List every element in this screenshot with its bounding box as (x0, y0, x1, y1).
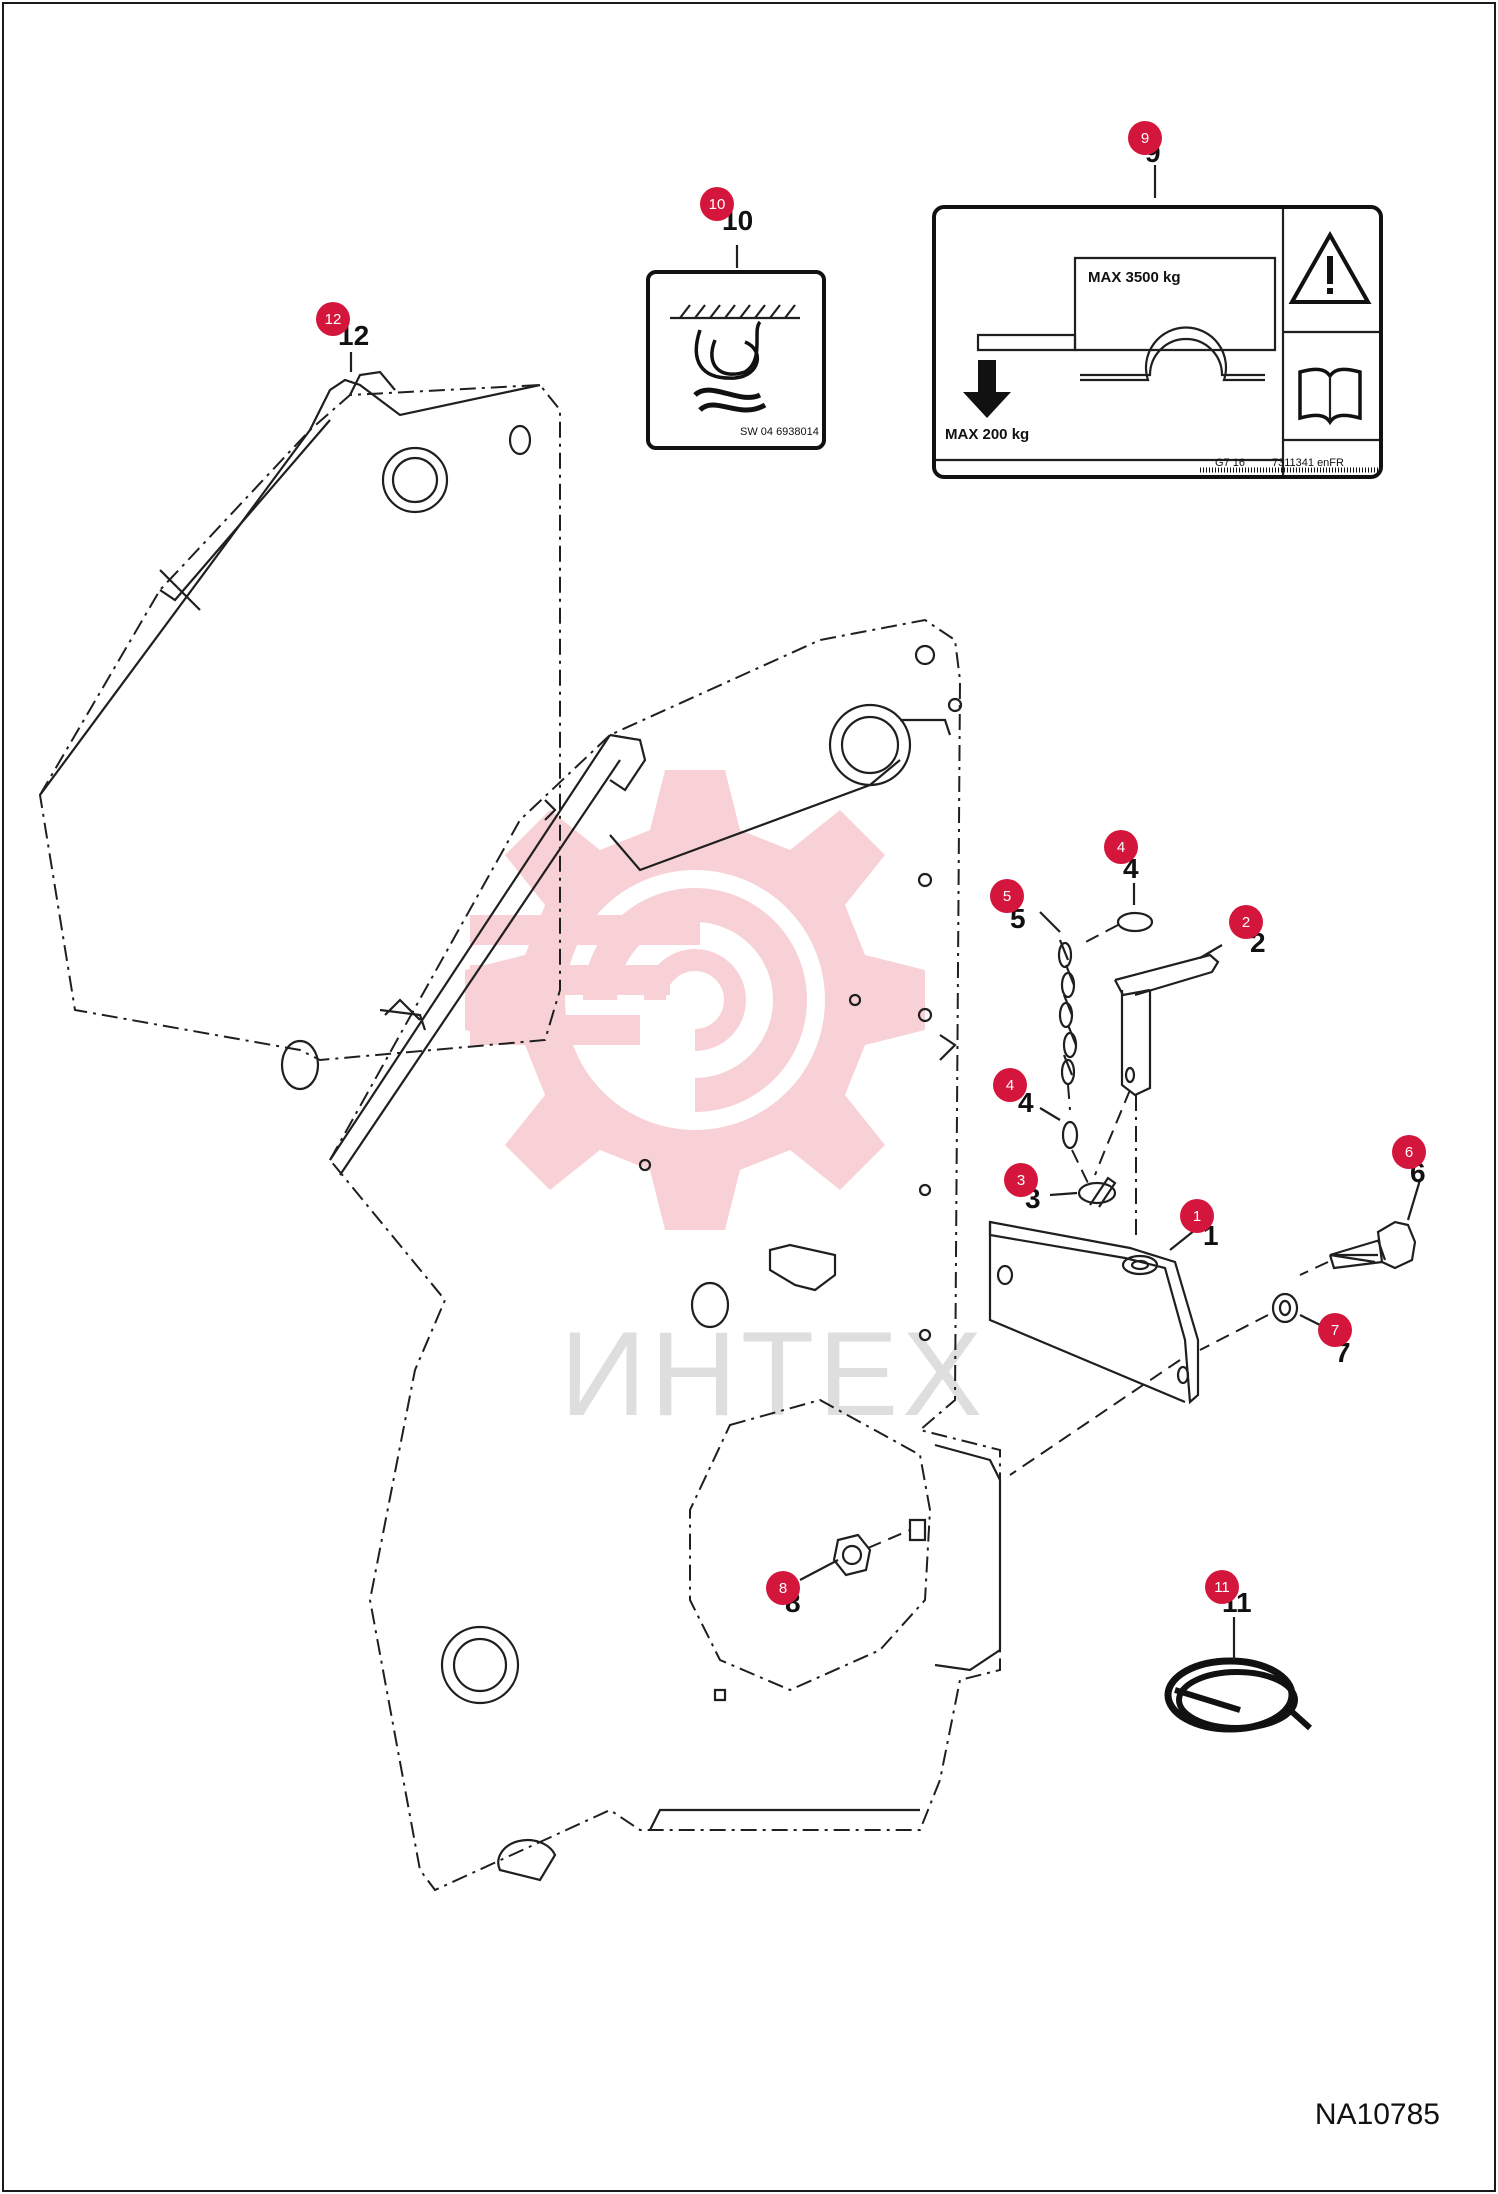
chain (1057, 939, 1131, 1176)
callout-3[interactable]: 3 (1004, 1163, 1038, 1197)
main-frame-panel (328, 618, 1002, 1892)
max-load-label: MAX 3500 kg (1088, 269, 1181, 286)
callout-8[interactable]: 8 (766, 1571, 800, 1605)
callout-5[interactable]: 5 (990, 879, 1024, 913)
decal-9-part-code: 7311341 enFR (1272, 457, 1344, 469)
svg-text:2: 2 (1242, 914, 1250, 931)
nut (832, 1518, 927, 1577)
manual-book-icon (1298, 367, 1362, 426)
svg-text:12: 12 (325, 311, 342, 328)
svg-text:4: 4 (1117, 839, 1125, 856)
svg-text:8: 8 (779, 1580, 787, 1597)
callout-10[interactable]: 10 (700, 187, 734, 221)
callout-11[interactable]: 11 (1205, 1570, 1239, 1604)
callout-1[interactable]: 1 (1180, 1199, 1214, 1233)
watermark-text: ИНТЕХ (560, 1307, 986, 1441)
callout-6[interactable]: 6 (1392, 1135, 1426, 1169)
svg-text:1: 1 (1193, 1208, 1201, 1225)
callout-bubbles: 9 10 12 4 5 2 4 3 (316, 121, 1426, 1605)
ring-lower (1061, 1120, 1079, 1150)
leader-lines (349, 165, 1422, 1660)
callout-7[interactable]: 7 (1318, 1313, 1352, 1347)
svg-text:10: 10 (709, 196, 726, 213)
callout-4-upper[interactable]: 4 (1104, 830, 1138, 864)
bolt (1299, 1220, 1417, 1276)
callout-9[interactable]: 9 (1128, 121, 1162, 155)
washer (1009, 1292, 1299, 1476)
svg-text:7: 7 (1331, 1322, 1339, 1339)
svg-text:5: 5 (1003, 888, 1011, 905)
warning-triangle-icon (1288, 230, 1372, 304)
down-arrow-icon (963, 360, 1011, 418)
callout-2[interactable]: 2 (1229, 905, 1263, 939)
octagon-cover (689, 1398, 932, 1692)
lynch-pin (1071, 1149, 1117, 1208)
callout-12[interactable]: 12 (316, 302, 350, 336)
lift-point-decal: SW 04 6938014 (646, 270, 826, 450)
hitch-plate (988, 1220, 1200, 1405)
max-tongue-label: MAX 200 kg (945, 426, 1029, 443)
decal-10-code: SW 04 6938014 (740, 426, 819, 438)
pin (1114, 953, 1220, 1240)
ring-upper (1116, 911, 1154, 933)
svg-text:6: 6 (1405, 1144, 1413, 1161)
callout-4-lower[interactable]: 4 (993, 1068, 1027, 1102)
decal-9-code: G7 16 (1215, 457, 1245, 469)
svg-text:11: 11 (1214, 1579, 1230, 1596)
svg-text:9: 9 (1141, 130, 1149, 147)
svg-text:4: 4 (1006, 1077, 1014, 1094)
watermark-logo: ИНТЕХ (465, 770, 986, 1441)
figure-id: NA10785 (1314, 2098, 1440, 2131)
load-decal: MAX 3500 kg MAX 200 kg G7 16 7311341 enF… (932, 205, 1383, 479)
hose-coil (1164, 1657, 1313, 1733)
side-panel-rear (38, 370, 561, 1091)
svg-text:3: 3 (1017, 1172, 1025, 1189)
